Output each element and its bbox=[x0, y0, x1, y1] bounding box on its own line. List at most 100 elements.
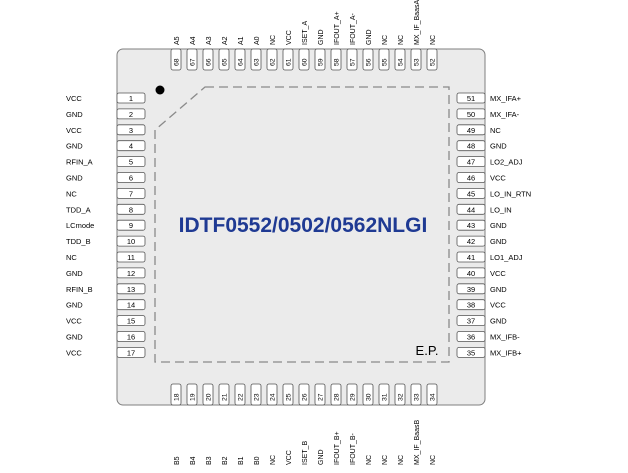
pin-pad-right bbox=[456, 172, 486, 183]
pin-number: 25 bbox=[286, 393, 293, 401]
pin-name: VCC bbox=[66, 94, 82, 103]
pin-pad-right bbox=[456, 283, 486, 295]
pin-name: A5 bbox=[174, 36, 181, 45]
pin-name: MX_IFA- bbox=[490, 110, 520, 119]
pin-number: 52 bbox=[430, 58, 437, 66]
pin-1-indicator-dot bbox=[155, 85, 165, 95]
pin-pad-top bbox=[330, 48, 342, 71]
pin-name: MX_IFB- bbox=[490, 333, 520, 342]
pin-number: 10 bbox=[127, 237, 135, 246]
pin-name: B5 bbox=[174, 456, 181, 465]
chip-part-number: IDTF0552/0502/0562NLGI bbox=[179, 214, 428, 237]
pin-pad-top bbox=[186, 48, 198, 71]
pin-number: 27 bbox=[318, 393, 325, 401]
pin-pad-bottom bbox=[410, 383, 422, 406]
pin-pad-bottom bbox=[186, 383, 198, 406]
pin-number: 26 bbox=[302, 393, 309, 401]
pin-number: 29 bbox=[350, 393, 357, 401]
pin-name: MX_IFA+ bbox=[490, 94, 522, 103]
pin-pad-left bbox=[116, 187, 146, 199]
pin-pad-left bbox=[116, 203, 146, 215]
pin-number: 32 bbox=[398, 393, 405, 401]
pin-name: NC bbox=[398, 455, 405, 465]
pin-name: VCC bbox=[286, 450, 293, 465]
pin-pad-left bbox=[116, 108, 146, 120]
pin-name: A3 bbox=[206, 36, 213, 45]
pin-number: 41 bbox=[467, 253, 475, 262]
pin-number: 63 bbox=[254, 58, 261, 66]
pin-pad-bottom bbox=[218, 383, 230, 406]
pin-name: TDD_A bbox=[66, 205, 91, 214]
pin-number: 14 bbox=[127, 301, 135, 310]
pin-pad-right bbox=[456, 219, 486, 231]
pin-pad-right bbox=[456, 346, 486, 358]
pin-pad-top bbox=[410, 48, 422, 71]
pin-pad-bottom bbox=[170, 383, 182, 406]
pin-name: GND bbox=[490, 237, 507, 246]
pin-number: 15 bbox=[127, 317, 135, 326]
pin-name: RFIN_A bbox=[66, 158, 93, 167]
pin-number: 45 bbox=[467, 189, 475, 198]
pin-name: IFOUT_B+ bbox=[334, 431, 341, 465]
pin-number: 53 bbox=[414, 58, 421, 66]
pin-pad-top bbox=[362, 48, 374, 71]
pin-pad-left bbox=[116, 251, 146, 263]
pin-name: GND bbox=[66, 110, 83, 119]
pin-number: 66 bbox=[206, 58, 213, 66]
pin-pad-right bbox=[456, 108, 486, 120]
pin-pad-top bbox=[378, 48, 390, 71]
pin-number: 38 bbox=[467, 301, 475, 310]
pin-pad-bottom bbox=[266, 383, 278, 406]
pin-number: 58 bbox=[334, 58, 341, 66]
pin-pad-bottom bbox=[298, 383, 310, 406]
pin-name: MX_IF_BaasB bbox=[414, 420, 421, 465]
pin-name: GND bbox=[66, 142, 83, 151]
pin-number: 65 bbox=[222, 58, 229, 66]
pin-name: A2 bbox=[222, 36, 229, 45]
pin-pad-left bbox=[116, 299, 146, 311]
pin-name: GND bbox=[66, 174, 83, 183]
pin-number: 9 bbox=[129, 221, 133, 230]
pin-number: 2 bbox=[129, 110, 133, 119]
pin-pad-bottom bbox=[394, 383, 406, 406]
pin-number: 19 bbox=[190, 393, 197, 401]
pin-pad-bottom bbox=[426, 383, 438, 406]
pin-number: 16 bbox=[127, 333, 135, 342]
pin-pad-right bbox=[456, 203, 486, 215]
pin-pad-top bbox=[266, 48, 278, 71]
exposed-pad-outline bbox=[154, 86, 450, 363]
pin-number: 36 bbox=[467, 333, 475, 342]
pin-number: 54 bbox=[398, 58, 405, 66]
pin-number: 35 bbox=[467, 348, 475, 357]
pin-name: B1 bbox=[238, 456, 245, 465]
pin-number: 64 bbox=[238, 58, 245, 66]
pin-number: 6 bbox=[129, 174, 133, 183]
pin-number: 42 bbox=[467, 237, 475, 246]
pin-name: VCC bbox=[490, 301, 506, 310]
pin-number: 55 bbox=[382, 58, 389, 66]
pin-name: NC bbox=[66, 189, 77, 198]
pin-name: GND bbox=[366, 29, 373, 45]
pin-pad-right bbox=[456, 251, 486, 263]
pin-pad-bottom bbox=[378, 383, 390, 406]
pin-number: 62 bbox=[270, 58, 277, 66]
pin-number: 59 bbox=[318, 58, 325, 66]
pin-number: 47 bbox=[467, 158, 475, 167]
pin-number: 44 bbox=[467, 205, 475, 214]
pin-pad-right bbox=[456, 156, 486, 168]
pin-number: 30 bbox=[366, 393, 373, 401]
pin-pad-top bbox=[394, 48, 406, 71]
pin-name: GND bbox=[66, 301, 83, 310]
pin-name: ISET_B bbox=[302, 441, 309, 465]
pin-number: 40 bbox=[467, 269, 475, 278]
pin-name: TDD_B bbox=[66, 237, 91, 246]
pin-number: 1 bbox=[129, 94, 133, 103]
pin-name: NC bbox=[398, 35, 405, 45]
pin-number: 60 bbox=[302, 58, 309, 66]
pin-number: 48 bbox=[467, 142, 475, 151]
pin-pad-bottom bbox=[282, 383, 294, 406]
pin-name: LO1_ADJ bbox=[490, 253, 523, 262]
pin-name: A4 bbox=[190, 36, 197, 45]
pin-pad-right bbox=[456, 92, 486, 104]
pin-pad-left bbox=[116, 331, 146, 342]
